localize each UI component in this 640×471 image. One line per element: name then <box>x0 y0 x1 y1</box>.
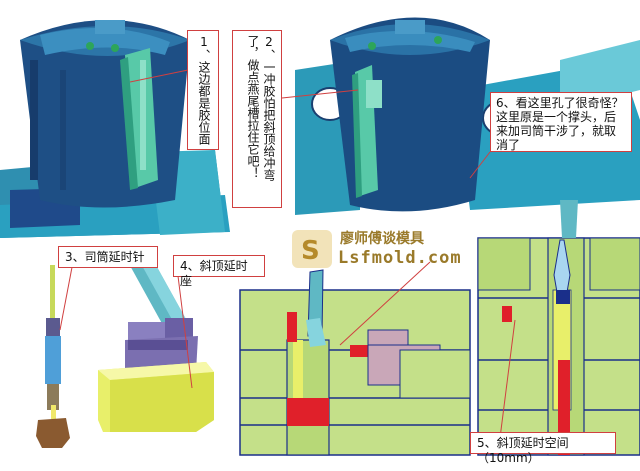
watermark-logo: S <box>292 230 332 268</box>
svg-text:S: S <box>301 236 320 266</box>
watermark: 廖师傅谈模具 Lsfmold.com <box>290 228 490 274</box>
callout-2-dovetail-slot: 2、一冲胶怕把斜顶给冲弯了，做点燕尾槽拉住它吧！ <box>232 30 282 208</box>
lifter-seat-render <box>98 258 214 432</box>
section-view-right <box>477 200 640 456</box>
callout-3-sleeve-delay-pin: 3、司筒延时针 <box>58 246 158 268</box>
callout-1-glue-surface: 1、这边都是胶位面 <box>187 30 219 150</box>
callout-4-lifter-delay-seat: 4、斜顶延时座 <box>173 255 265 288</box>
watermark-title: 廖师傅谈模具 <box>340 231 424 247</box>
ejector-pin-render <box>36 261 74 448</box>
watermark-url: Lsfmold.com <box>338 248 462 268</box>
section-view-middle <box>239 261 471 456</box>
callout-6-removed-support: 6、看这里孔了很奇怪？这里原是一个撑头，后来加司筒干涉了，就取消了 <box>490 92 632 152</box>
callout-5-lifter-delay-space: 5、斜顶延时空间（10mm） <box>470 432 616 465</box>
